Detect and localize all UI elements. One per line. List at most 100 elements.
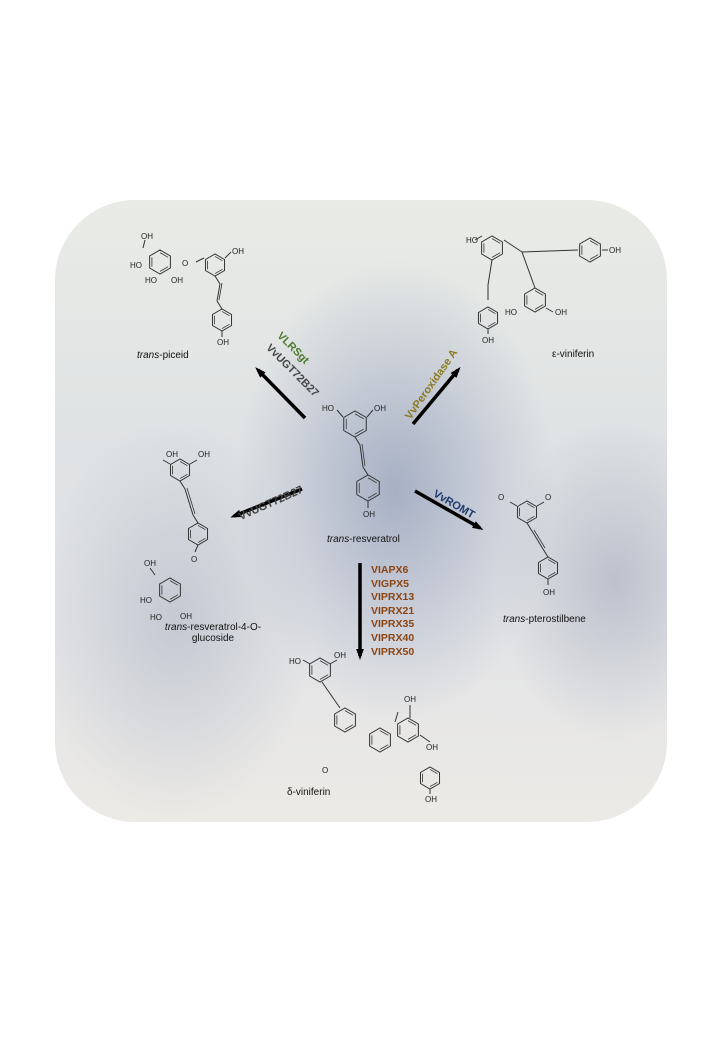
atom-label: OH	[543, 588, 555, 597]
label-name: -piceid	[159, 350, 189, 361]
bond	[394, 711, 399, 723]
bond	[534, 304, 544, 310]
enzyme-label: VIPRX50	[371, 645, 415, 658]
atom-label: OH	[144, 559, 156, 568]
bond	[547, 559, 556, 565]
benzene-ring	[211, 308, 233, 332]
atom-label: O	[498, 493, 504, 502]
bond	[491, 238, 501, 244]
atom-label: OH	[198, 450, 210, 459]
bond	[221, 323, 230, 329]
bond	[149, 567, 156, 576]
bond	[407, 720, 417, 726]
bond	[142, 239, 146, 249]
benzene-ring	[204, 253, 226, 277]
enzyme-label: VIPRX21	[371, 604, 415, 617]
atom-label: OH	[555, 308, 567, 317]
bond	[189, 459, 198, 465]
bond	[162, 459, 171, 465]
atom-label: OH	[426, 743, 438, 752]
bond	[366, 409, 374, 418]
benzene-ring	[356, 474, 380, 502]
bond	[169, 580, 179, 586]
label-name: -resveratrol	[349, 534, 400, 545]
bond	[184, 488, 194, 516]
benzene-ring	[309, 657, 331, 683]
bond	[197, 537, 206, 543]
atom-label: OH	[609, 246, 621, 255]
atom-label: HO	[130, 261, 142, 270]
label-prefix: trans	[137, 350, 160, 361]
bond	[509, 501, 518, 507]
bond	[336, 409, 344, 418]
label-prefix: trans	[164, 622, 188, 633]
label-trans-piceid: trans-piceid	[137, 350, 189, 361]
bond	[547, 571, 556, 577]
bond	[179, 480, 186, 490]
label-name: -resveratrol-4-O-	[187, 622, 262, 633]
enzyme-label: VIPRX35	[371, 618, 415, 631]
bond	[179, 473, 188, 479]
benzene-ring	[343, 410, 367, 438]
atom-label: HO	[505, 308, 517, 317]
bond	[534, 290, 544, 296]
benzene-ring	[419, 766, 441, 790]
bond	[589, 240, 599, 246]
bond	[536, 501, 545, 507]
bond	[542, 548, 549, 558]
atom-label: OH	[334, 651, 346, 660]
benzene-ring	[334, 707, 356, 733]
atom-label: HO	[289, 657, 301, 666]
label-delta-viniferin: δ-viniferin	[287, 787, 330, 798]
bond	[526, 522, 533, 532]
bond	[214, 256, 223, 262]
bond	[179, 461, 188, 467]
atom-label: HO	[140, 596, 152, 605]
bond	[487, 321, 496, 327]
bond	[362, 466, 369, 476]
bond	[319, 674, 329, 680]
atom-label: O	[191, 555, 197, 564]
atom-label: OH	[141, 232, 153, 241]
label-trans-pterostilbene: trans-pterostilbene	[503, 614, 586, 625]
bond	[329, 659, 338, 665]
bond	[474, 235, 483, 241]
bond	[487, 259, 493, 286]
label-name: -pterostilbene	[525, 614, 586, 625]
bond	[589, 254, 599, 260]
bond	[531, 530, 544, 550]
bond	[344, 724, 354, 730]
atom-label: O	[322, 766, 328, 775]
atom-label: OH	[425, 795, 437, 804]
enzyme-label: VIAPX6	[371, 564, 409, 576]
atom-label: OH	[166, 450, 178, 459]
bond	[344, 710, 354, 716]
arrow-head	[472, 521, 484, 530]
enzyme-label: VIPRX13	[371, 591, 415, 604]
bond	[429, 781, 438, 787]
bond	[214, 268, 223, 274]
bond	[214, 275, 221, 285]
bond	[221, 311, 230, 317]
atom-label: HO	[322, 404, 334, 413]
bond	[354, 413, 364, 420]
atom-label: O	[545, 493, 551, 502]
reaction-arrow	[256, 368, 307, 420]
bond	[216, 300, 223, 310]
enzyme-label: VIPRX40	[371, 631, 415, 644]
bond	[159, 252, 169, 258]
benzene-ring	[149, 249, 171, 275]
bond	[367, 492, 377, 499]
benzene-ring	[477, 306, 499, 330]
arrow-head	[356, 648, 364, 660]
bond	[545, 307, 554, 313]
atom-label: OH	[374, 404, 386, 413]
label-epsilon-viniferin: ε-viniferin	[552, 349, 594, 360]
bond	[169, 594, 179, 600]
reaction-arrow	[233, 487, 303, 518]
benzene-ring	[516, 500, 538, 524]
bond	[419, 734, 431, 743]
label-prefix: trans	[327, 534, 350, 545]
grape-background-panel	[55, 200, 667, 822]
